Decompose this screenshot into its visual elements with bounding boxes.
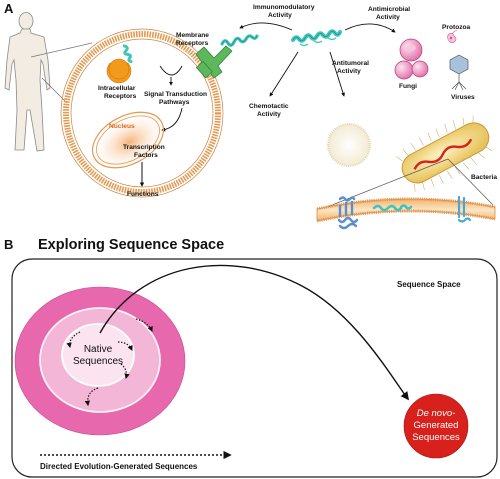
virus-icon — [449, 54, 469, 91]
inner-sequence-ellipse — [61, 323, 135, 387]
denovo-label-3: Sequences — [412, 432, 460, 443]
membrane-peptide-icon — [337, 196, 359, 230]
chemotactic-label-1: Chemotactic — [249, 103, 289, 110]
dotted-evolution-arrows — [66, 318, 153, 407]
membrane-peptide-icon — [372, 204, 413, 212]
denovo-label-2: Generated — [414, 420, 459, 431]
membrane-receptors-label-2: Receptors — [176, 40, 209, 47]
native-sequences-label-1: Native — [84, 344, 113, 355]
antimicrobial-label-2: Activity — [376, 14, 400, 21]
antimicrobial-label-1: Antimicrobial — [368, 6, 410, 13]
nucleus-label: Nucleus — [109, 123, 135, 130]
zoom-line — [447, 158, 494, 206]
connector-line — [30, 42, 93, 58]
immunomodulatory-arrow — [239, 22, 293, 31]
membrane-receptors-label-1: Membrane — [176, 32, 209, 39]
antimicrobial-arrow — [344, 23, 396, 33]
antitumoral-label-2: Activity — [337, 68, 361, 75]
native-sequences-label-2: Sequences — [73, 356, 123, 367]
functions-label: Functions — [127, 191, 159, 198]
panel-a-label: A — [4, 1, 14, 16]
membrane-bilayer-icon — [316, 197, 496, 223]
protozoa-icon — [447, 29, 458, 44]
tumor-cell-icon — [326, 122, 372, 168]
immunomodulatory-label-1: Immunomodulatory — [253, 4, 315, 11]
peptide-helix-icon — [291, 29, 342, 47]
bacterium-icon — [396, 115, 493, 192]
human-silhouette-icon — [4, 12, 51, 152]
panel-b-label: B — [4, 237, 13, 252]
intracellular-receptors-label-1: Intracellular — [98, 85, 136, 92]
viruses-label: Viruses — [451, 94, 475, 101]
sequence-space-label: Sequence Space — [397, 280, 461, 289]
protozoa-label: Protozoa — [442, 24, 471, 31]
denovo-sequences-circle — [403, 393, 469, 459]
chemotactic-arrow — [269, 51, 299, 97]
membrane-peptide-icon — [457, 195, 472, 223]
pathway-arrow — [161, 107, 183, 132]
fungi-icon — [394, 38, 429, 80]
transcription-factors-label-1: Transcription — [123, 144, 165, 151]
intracellular-peptide-icon — [122, 44, 133, 64]
intracellular-receptors-label-2: Receptors — [104, 93, 137, 100]
immunomodulatory-label-2: Activity — [268, 12, 292, 19]
fungi-label: Fungi — [399, 83, 417, 90]
bacteria-label: Bacteria — [471, 174, 497, 181]
intracellular-receptor-icon — [106, 58, 132, 84]
zoom-line — [316, 158, 449, 212]
receptor-icon — [195, 45, 233, 79]
antitumoral-label-1: Antitumoral — [332, 60, 369, 67]
nucleus-icon — [92, 111, 164, 169]
signal-transduction-label-1: Signal Transduction — [144, 91, 207, 98]
antitumoral-arrow — [329, 51, 345, 97]
merge-arrow — [159, 65, 183, 76]
denovo-label-1: De novo- — [417, 408, 456, 419]
signal-transduction-label-2: Pathways — [159, 99, 190, 106]
panel-b-title: Exploring Sequence Space — [38, 237, 224, 253]
transcription-factors-label-2: Factors — [134, 152, 158, 159]
chemotactic-label-2: Activity — [257, 111, 281, 118]
peptide-helix-icon — [220, 34, 259, 47]
directed-evolution-label: Directed Evolution-Generated Sequences — [40, 462, 198, 471]
denovo-arc-arrow — [99, 264, 410, 401]
